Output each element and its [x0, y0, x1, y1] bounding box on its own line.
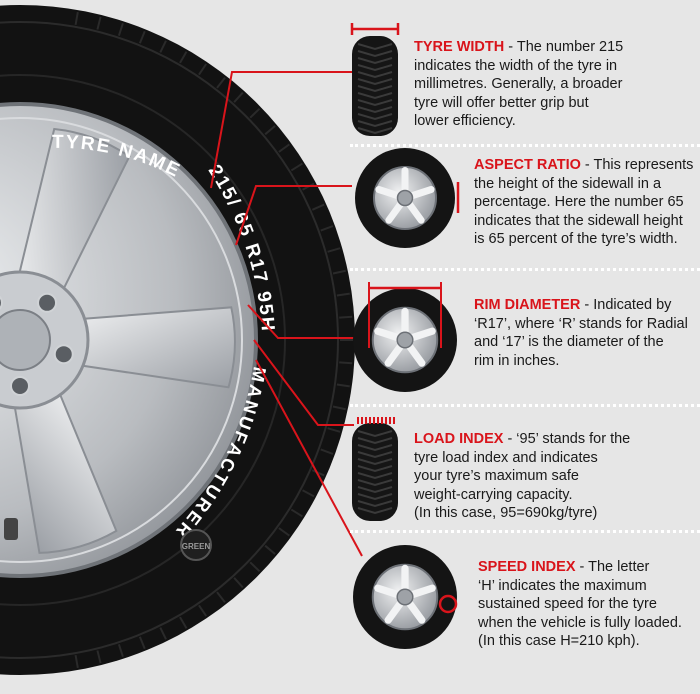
rim-spokes — [11, 127, 236, 554]
load-index-text: LOAD INDEX - ‘95’ stands for the tyre lo… — [414, 431, 631, 521]
pointer-aspect — [235, 185, 352, 246]
wheel-aspect-ratio — [355, 148, 455, 248]
green-badge — [180, 529, 212, 561]
wheel-rim-diameter — [353, 288, 457, 392]
load-index-heading: LOAD INDEX — [414, 431, 504, 447]
tyre-width-heading: TYRE WIDTH — [414, 39, 505, 55]
divider-1 — [350, 144, 700, 147]
divider-4 — [350, 530, 700, 533]
side-tyre-width — [350, 23, 400, 136]
rim-diameter-text: RIM DIAMETER - Indicated by ‘R17’, where… — [474, 297, 688, 369]
divider-2 — [350, 268, 700, 271]
pointer-width — [210, 71, 352, 189]
aspect-ratio-text: ASPECT RATIO - This represents the heigh… — [474, 157, 694, 247]
pointer-rim — [247, 304, 354, 339]
speed-index-heading: SPEED INDEX — [478, 559, 576, 575]
main-tyre: TYRE NAME 215/ 65 R17 95H MANUFACTURER G… — [0, 5, 355, 675]
aspect-ratio-heading: ASPECT RATIO — [474, 157, 581, 173]
speed-index-text: SPEED INDEX - The letter ‘H’ indicates t… — [478, 559, 682, 649]
tyre-width-text: TYRE WIDTH - The number 215 indicates th… — [414, 39, 624, 129]
green-badge-text: GREEN — [182, 542, 211, 551]
side-tyre-load — [352, 417, 398, 521]
valve-stem — [4, 518, 18, 540]
wheel-speed-index — [353, 545, 457, 649]
pointer-load — [253, 339, 354, 426]
pointer-lines — [210, 71, 363, 557]
pointer-speed — [255, 359, 363, 557]
lug-nuts — [0, 292, 74, 396]
divider-3 — [350, 404, 700, 407]
rim-diameter-heading: RIM DIAMETER — [474, 297, 581, 313]
